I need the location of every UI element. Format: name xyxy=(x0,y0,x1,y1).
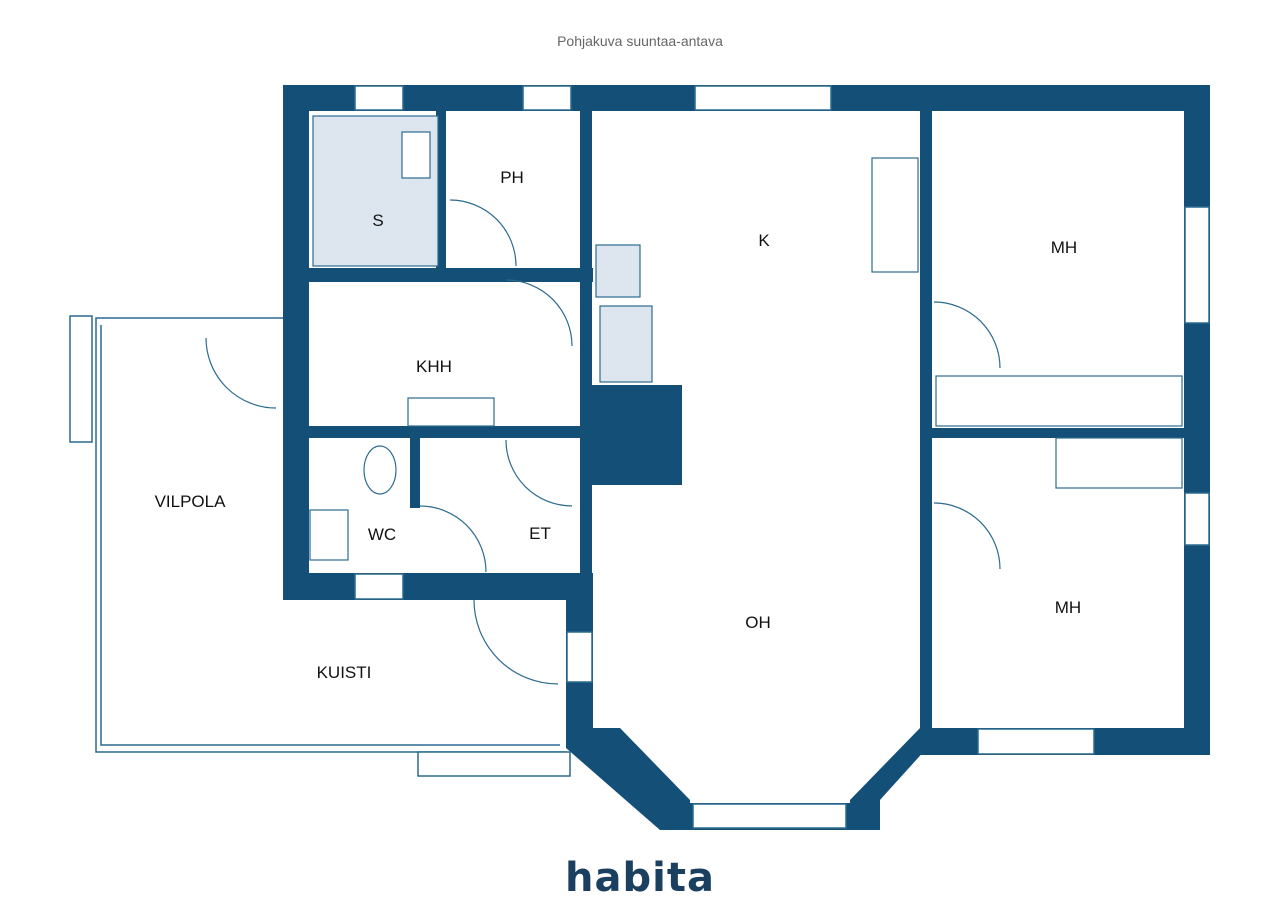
room-label-bedroom-lower: MH xyxy=(1055,598,1081,617)
wall-kitchen-west xyxy=(580,111,592,591)
plan-caption: Pohjakuva suuntaa-antava xyxy=(557,33,723,49)
room-label-bathroom: PH xyxy=(500,168,524,187)
room-labels: S PH K MH MH KHH VILPOLA WC ET OH KUISTI xyxy=(155,168,1082,682)
room-label-toilet: WC xyxy=(368,525,396,544)
room-label-bedroom-upper: MH xyxy=(1051,238,1077,257)
wall-khh-south xyxy=(283,426,593,438)
brand-logo: habita xyxy=(565,855,715,901)
room-label-sauna: S xyxy=(372,211,383,230)
veranda-outline xyxy=(69,315,571,777)
room-label-utility: KHH xyxy=(416,357,452,376)
wall-sauna-south xyxy=(283,268,593,282)
wall-bedrooms-divider xyxy=(932,428,1184,438)
room-label-veranda: VILPOLA xyxy=(155,492,227,511)
wall-wc-east xyxy=(410,438,420,508)
wall-sauna-bath xyxy=(436,111,446,268)
wall-east xyxy=(1184,85,1210,755)
room-label-porch: KUISTI xyxy=(317,663,372,682)
wall-bay-left xyxy=(566,728,690,830)
room-label-hall: ET xyxy=(529,524,551,543)
wall-south-west xyxy=(283,573,593,600)
fixtures xyxy=(205,115,1183,685)
room-label-kitchen: K xyxy=(758,231,770,250)
room-label-living: OH xyxy=(745,613,771,632)
wall-west xyxy=(283,85,309,600)
fireplace xyxy=(592,385,682,485)
interior-walls xyxy=(283,111,1184,728)
windows xyxy=(354,85,1210,829)
wall-bedroom-west xyxy=(920,111,932,728)
